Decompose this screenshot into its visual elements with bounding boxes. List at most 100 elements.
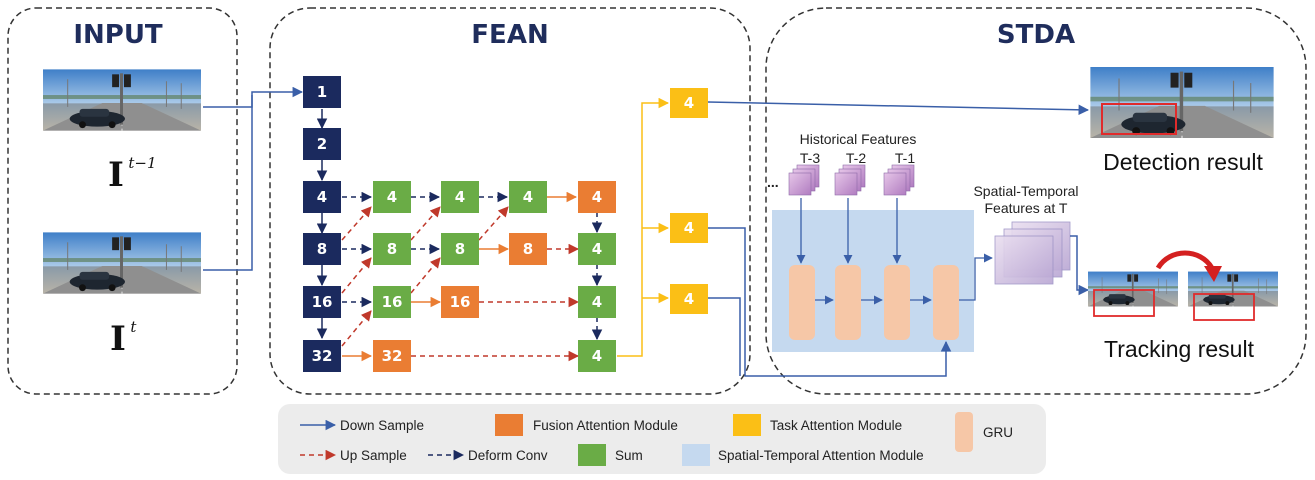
task-head-arrows [617,97,670,357]
sum-node-c1-16 [373,286,411,318]
tracking-result-label: Tracking result [1104,336,1255,362]
sum-node-c2-4 [441,181,479,213]
svg-text:Deform Conv: Deform Conv [468,448,548,463]
svg-text:4: 4 [592,293,602,311]
sum-node-c1-8 [373,233,411,265]
hist-ellipsis: ... [767,174,779,190]
backbone-node-2 [303,128,341,160]
svg-text:8: 8 [317,240,327,258]
hist-label-t1: T-1 [895,150,915,166]
backbone-node-32 [303,340,341,372]
gru-cell-2 [835,265,861,340]
gru-cells [789,265,959,340]
legend-gru: GRU [955,412,1013,452]
sum-node-c3-4 [509,181,547,213]
svg-text:8: 8 [387,240,397,258]
st-features-label-2: Features at T [984,200,1067,216]
gru-cell-3 [884,265,910,340]
up-sample-arrows [341,206,580,362]
task-head-nodes: 4 4 4 [670,88,708,314]
svg-text:32: 32 [382,347,403,365]
svg-text:16: 16 [312,293,333,311]
backbone-node-16 [303,286,341,318]
curr-frame-sup: t [130,318,137,336]
tracking-curve-arrow [1155,250,1215,270]
legend-sum: Sum [578,444,643,466]
legend-down-sample: Down Sample [300,418,424,433]
svg-text:16: 16 [450,293,471,311]
historical-features-title: Historical Features [800,131,917,147]
fusion-node-top [578,181,616,213]
task-head-tracking-a [670,213,708,243]
backbone-nodes: 1 2 4 8 16 32 [303,76,341,372]
detection-result-label: Detection result [1103,149,1263,175]
tracking-result-image-prev [1088,270,1178,317]
svg-text:8: 8 [523,240,533,258]
hist-stack-t1 [883,164,915,196]
svg-text:Down Sample: Down Sample [340,418,424,433]
prev-frame-sup: t−1 [128,154,156,172]
curr-frame-label: I t [110,318,137,359]
input-frame-curr-image [43,232,201,294]
svg-text:32: 32 [312,347,333,365]
legend-st-attention: Spatial-Temporal Attention Module [682,444,924,466]
input-connectors [203,86,304,271]
svg-text:4: 4 [592,240,602,258]
hist-label-t2: T-2 [846,150,866,166]
svg-text:4: 4 [455,188,465,206]
svg-text:GRU: GRU [983,425,1013,440]
gru-arrows [796,198,993,305]
backbone-node-1 [303,76,341,108]
st-features-stack [994,221,1071,285]
tracking-result-image-curr [1188,270,1278,321]
stda-title: STDA [997,20,1075,50]
svg-text:4: 4 [684,290,694,308]
fusion-node-16 [441,286,479,318]
fean-title: FEAN [471,20,548,50]
prev-frame-symbol: I [108,155,124,195]
detection-result-image [1090,67,1274,138]
svg-text:4: 4 [317,188,327,206]
hist-stack-t2 [834,164,866,196]
fean-section [269,7,751,395]
stda-section [765,7,1307,395]
svg-text:4: 4 [684,219,694,237]
svg-text:Up Sample: Up Sample [340,448,407,463]
st-features-label-1: Spatial-Temporal [973,183,1078,199]
sum-nodes: 4 8 16 4 8 4 4 4 4 [373,181,616,372]
input-section [7,7,238,395]
output-node-16 [578,286,616,318]
input-title: INPUT [73,20,163,50]
fusion-node-32 [373,340,411,372]
gru-cell-4 [933,265,959,340]
sum-node-c1-4 [373,181,411,213]
hist-feature-stacks [788,164,915,196]
svg-text:4: 4 [523,188,533,206]
deform-conv-arrows [342,191,603,341]
fusion-nodes: 4 8 16 32 [373,181,616,372]
svg-text:4: 4 [592,188,602,206]
backbone-node-8 [303,233,341,265]
prev-frame-label: I t−1 [108,154,157,195]
svg-text:Sum: Sum [615,448,643,463]
tracking-curve-arrowhead [1204,266,1222,282]
backbone-node-4 [303,181,341,213]
sum-node-c2-8 [441,233,479,265]
fusion-input-arrows [342,191,578,362]
hist-stack-t3 [788,164,820,196]
legend-up-sample: Up Sample [300,448,407,463]
legend-fusion-attention: Fusion Attention Module [495,414,678,436]
svg-text:4: 4 [592,347,602,365]
legend-deform-conv: Deform Conv [428,448,548,463]
svg-text:Fusion Attention Module: Fusion Attention Module [533,418,678,433]
stda-connectors [707,101,1090,377]
svg-text:2: 2 [317,135,327,153]
task-head-tracking-b [670,284,708,314]
svg-text:1: 1 [317,83,327,101]
legend-task-attention: Task Attention Module [733,414,902,436]
svg-text:Task Attention Module: Task Attention Module [770,418,902,433]
svg-text:8: 8 [455,240,465,258]
task-head-detection [670,88,708,118]
curr-frame-symbol: I [110,319,126,359]
svg-text:Spatial-Temporal Attention Mod: Spatial-Temporal Attention Module [718,448,924,463]
